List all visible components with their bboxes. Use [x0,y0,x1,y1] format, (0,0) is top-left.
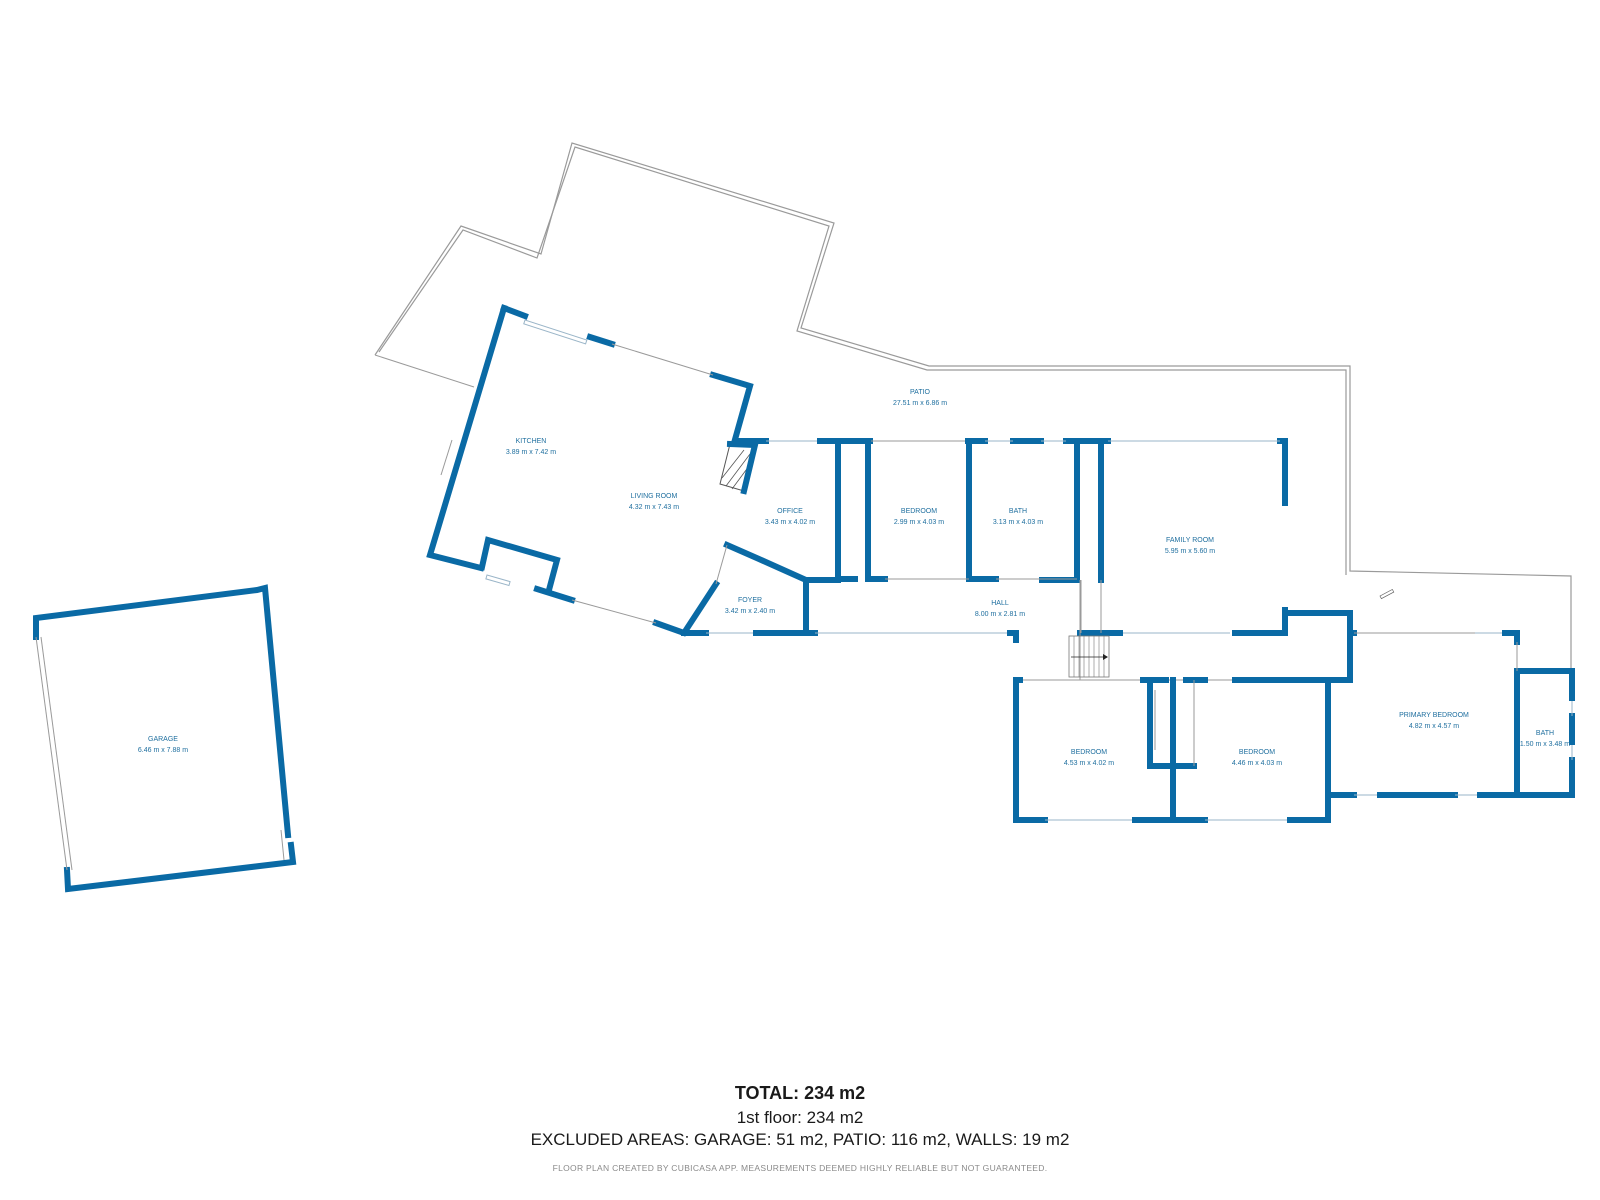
bedroom-3-dims: 4.46 m x 4.03 m [1232,760,1282,767]
kitchen-label: KITCHEN [516,438,547,445]
bedroom-3-label: BEDROOM [1239,749,1275,756]
garage-label: GARAGE [148,736,178,743]
patio-outline-inner [378,146,1347,575]
hall-walls [681,578,1353,681]
primary-bedroom-dims: 4.82 m x 4.57 m [1409,723,1459,730]
bath-1-dims: 3.13 m x 4.03 m [993,519,1043,526]
hall-dims: 8.00 m x 2.81 m [975,611,1025,618]
excluded-areas: EXCLUDED AREAS: GARAGE: 51 m2, PATIO: 11… [530,1130,1070,1149]
office-dims: 3.43 m x 4.02 m [765,519,815,526]
primary-bedroom-label: PRIMARY BEDROOM [1399,712,1469,719]
patio-outline [374,142,1572,683]
family-room-label: FAMILY ROOM [1166,537,1214,544]
living-room-dims: 4.32 m x 7.43 m [629,504,679,511]
family-room-dims: 5.95 m x 5.60 m [1165,548,1215,555]
foyer-label: FOYER [738,597,762,604]
disclaimer: FLOOR PLAN CREATED BY CUBICASA APP. MEAS… [552,1163,1048,1173]
bedroom-2-dims: 4.53 m x 4.02 m [1064,760,1114,767]
patio-label: PATIO [910,389,931,396]
kitchen-island-window [485,574,511,587]
bath-2-label: BATH [1536,730,1554,737]
stairs [1068,635,1110,678]
door-handle [1379,588,1395,600]
main-wing-walls [715,438,1288,636]
garage-walls [33,584,297,893]
lower-bedrooms-walls [1013,677,1353,823]
floor-area: 1st floor: 234 m2 [736,1108,864,1127]
kitchen-island [478,536,561,594]
fireplace [719,440,759,495]
bath-1-label: BATH [1009,508,1027,515]
foyer-dims: 3.42 m x 2.40 m [725,608,775,615]
bedroom-2-label: BEDROOM [1071,749,1107,756]
bedroom-1-dims: 2.99 m x 4.03 m [894,519,944,526]
kitchen-dims: 3.89 m x 7.42 m [506,449,556,456]
patio-dims: 27.51 m x 6.86 m [893,400,947,407]
garage-dims: 6.46 m x 7.88 m [138,747,188,754]
living-room-label: LIVING ROOM [631,493,678,500]
primary-suite-walls [1325,588,1575,798]
bedroom-1-label: BEDROOM [901,508,937,515]
bath-2-dims: 1.50 m x 3.48 m [1520,741,1570,748]
hall-label: HALL [991,600,1009,607]
kitchen-living-walls [426,304,754,637]
patio-edge [374,354,475,388]
total-area: TOTAL: 234 m2 [734,1083,866,1103]
office-label: OFFICE [777,508,803,515]
